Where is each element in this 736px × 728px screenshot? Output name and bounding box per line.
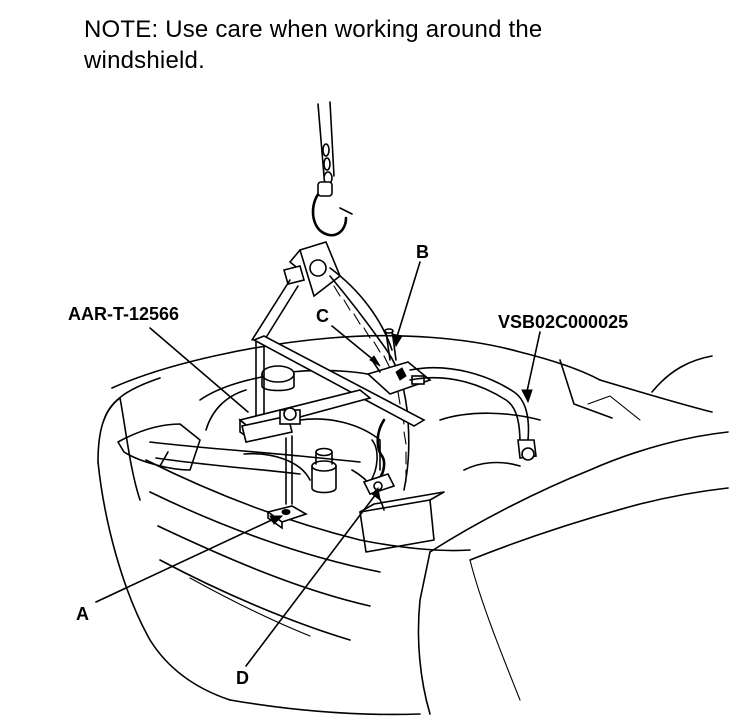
bracket-d — [362, 418, 396, 495]
leader-vsb — [525, 331, 541, 397]
note-line-2: windshield. — [84, 47, 205, 74]
leader-c — [331, 325, 377, 363]
tool-vsb-rod — [409, 366, 537, 461]
callout-d: D — [236, 668, 249, 688]
callout-b: B — [416, 242, 429, 262]
engine-bay — [149, 365, 541, 553]
note-text: NOTE: Use care when working around the w… — [84, 14, 644, 76]
callout-c: C — [316, 306, 329, 326]
lift-chain — [283, 101, 410, 491]
leader-a — [95, 517, 277, 603]
callout-vsb02c000025: VSB02C000025 — [498, 312, 628, 332]
callout-aar-t-12566: AAR-T-12566 — [68, 304, 179, 324]
leader-d — [245, 493, 377, 667]
callout-a: A — [76, 604, 89, 624]
leader-aar — [149, 327, 249, 413]
vehicle-body — [97, 334, 729, 716]
engine-support-hanger — [238, 279, 426, 530]
note-line-1: NOTE: Use care when working around the — [84, 16, 543, 43]
leader-b — [395, 261, 421, 341]
leader-lines — [95, 261, 541, 667]
bracket-c — [366, 359, 432, 395]
